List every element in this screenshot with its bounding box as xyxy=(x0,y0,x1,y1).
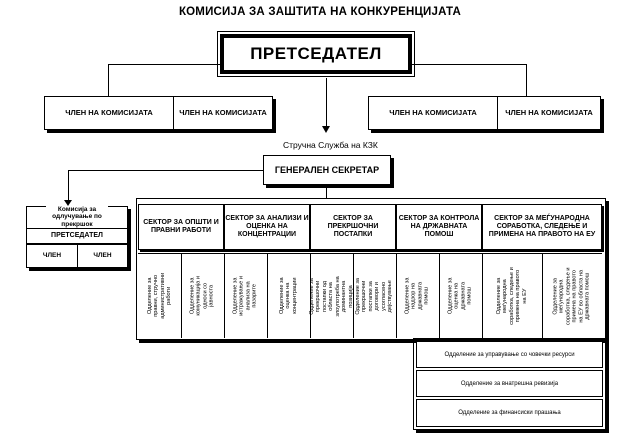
unit-label: Одделение за правни, стручно администрат… xyxy=(146,273,172,319)
column-divider xyxy=(353,253,354,338)
arrow-head xyxy=(322,126,330,133)
column-divider xyxy=(439,253,440,338)
unit-label: Одделение за меѓународна соработка, след… xyxy=(552,267,591,325)
secretary-box: ГЕНЕРАЛЕН СЕКРЕТАР xyxy=(263,155,391,185)
misdemeanor-member: ЧЛЕН xyxy=(77,244,128,268)
column-divider xyxy=(310,253,311,338)
connector xyxy=(108,64,220,65)
sector-head: СЕКТОР ЗА ОПШТИ И ПРАВНИ РАБОТИ xyxy=(138,204,224,250)
unit-label: Одделение за комуникација и односи со ја… xyxy=(189,276,215,316)
connector xyxy=(526,64,527,96)
unit-label: Одделение за надзор на државната помош xyxy=(404,277,430,315)
misdemeanor-president: ПРЕТСЕДАТЕЛ xyxy=(26,228,128,244)
column-divider xyxy=(396,253,397,338)
department-box: Одделение за финансиски прашања xyxy=(416,399,603,427)
department-box: Одделение за управување со човечки ресур… xyxy=(416,341,603,368)
member-box: ЧЛЕН НА КОМИСИЈАТА xyxy=(44,96,174,130)
misdemeanor-title: Комисија за одлучување по прекршок xyxy=(46,206,108,228)
department-box: Одделение за внатрешна ревизија xyxy=(416,370,603,397)
member-box: ЧЛЕН НА КОМИСИЈАТА xyxy=(497,96,601,130)
arrow-head xyxy=(64,200,72,206)
sector-head: СЕКТОР ЗА ПРЕКРШОЧНИ ПОСТАПКИ xyxy=(310,204,396,250)
column-divider xyxy=(181,253,182,338)
column-divider xyxy=(482,253,483,338)
connector xyxy=(68,170,69,202)
unit-label: Одделение за оценка на државната помош xyxy=(447,277,473,315)
column-divider xyxy=(542,253,543,338)
unit-label: Одделение за меѓународна соработка, след… xyxy=(495,267,528,325)
misdemeanor-member: ЧЛЕН xyxy=(26,244,78,268)
connector xyxy=(412,64,526,65)
chart-title: КОМИСИЈА ЗА ЗАШТИТА НА КОНКУРЕНЦИЈАТА xyxy=(178,6,462,18)
column-divider xyxy=(267,253,268,338)
units-row xyxy=(138,253,602,338)
connector xyxy=(108,64,109,96)
sector-head: СЕКТОР ЗА КОНТРОЛА НА ДРЖАВНАТА ПОМОШ xyxy=(396,204,482,250)
departments-frame xyxy=(413,338,606,430)
unit-label: Одделение за прекршочни постапки за дого… xyxy=(355,277,394,315)
member-box: ЧЛЕН НА КОМИСИЈАТА xyxy=(368,96,498,130)
connector xyxy=(326,188,327,198)
unit-label: Одделение за оценка на концентрации xyxy=(278,277,298,315)
sectors-frame xyxy=(136,198,606,340)
president-box: ПРЕТСЕДАТЕЛ xyxy=(217,31,415,77)
sector-head: СЕКТОР ЗА МЕЃУНАРОДНА СОРАБОТКА, СЛЕДЕЊЕ… xyxy=(482,204,602,250)
service-label: Стручна Служба на КЗК xyxy=(283,140,378,150)
unit-label: Одделение за прекршочни постапки од обла… xyxy=(309,275,354,317)
connector xyxy=(68,170,263,171)
unit-label: Одделение за истражување и анализа на па… xyxy=(232,276,258,316)
member-box: ЧЛЕН НА КОМИСИЈАТА xyxy=(173,96,273,130)
column-divider xyxy=(224,253,225,338)
sector-head: СЕКТОР ЗА АНАЛИЗИ И ОЦЕНКА НА КОНЦЕНТРАЦ… xyxy=(224,204,310,250)
connector xyxy=(326,78,327,128)
